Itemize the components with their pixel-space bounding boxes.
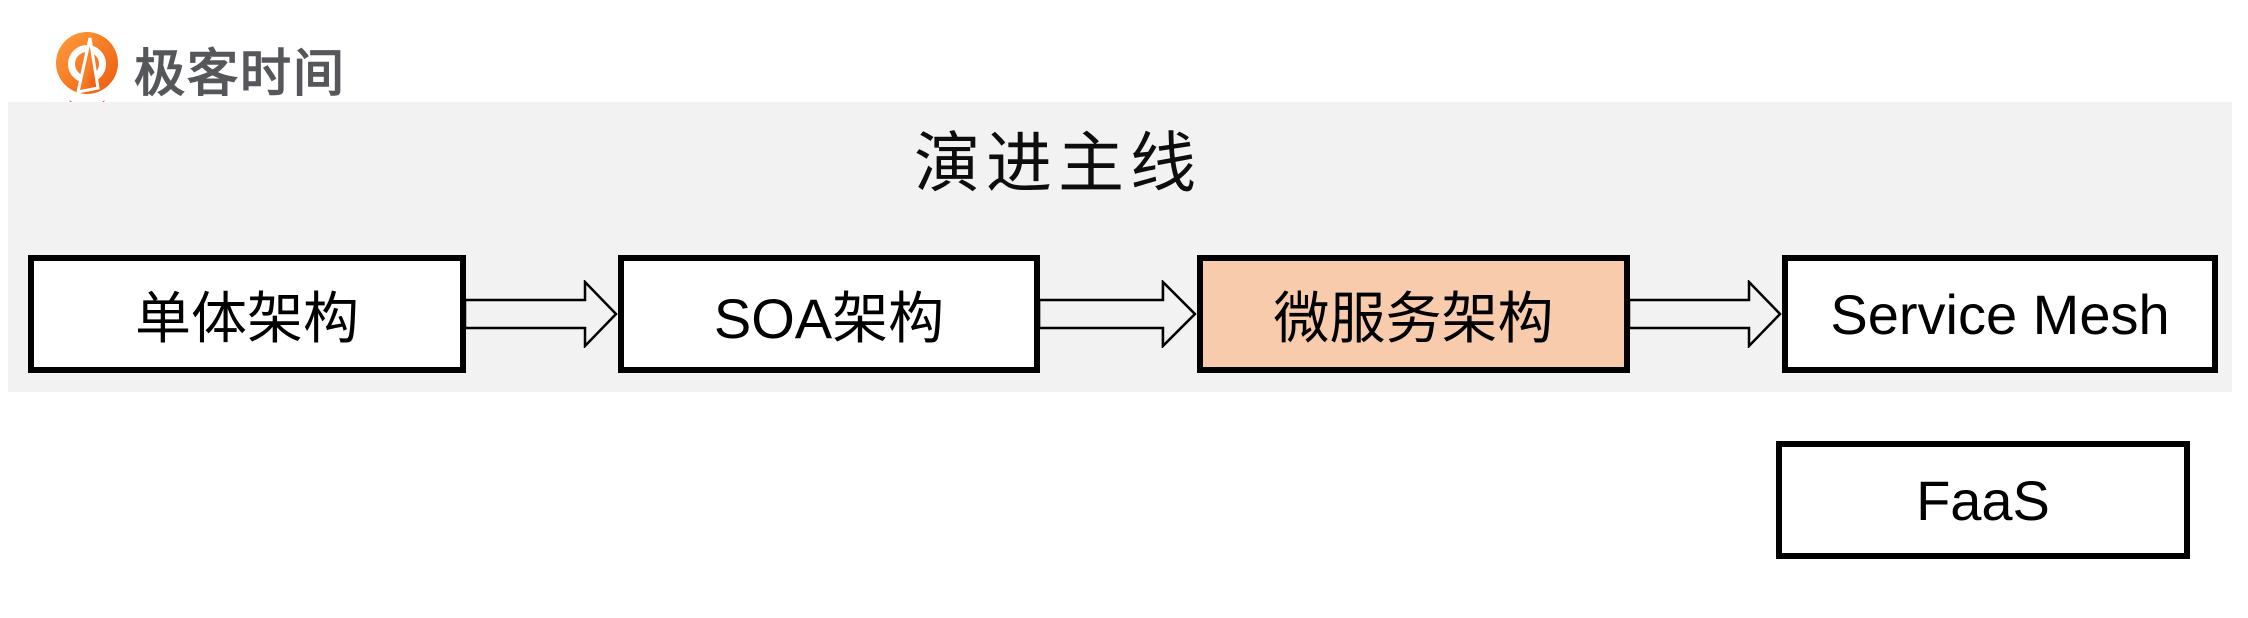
node-monolith: 单体架构 <box>28 255 466 373</box>
node-microservice: 微服务架构 <box>1197 255 1630 373</box>
arrow-right-icon <box>1628 280 1782 348</box>
arrow-right-icon <box>464 280 618 348</box>
geektime-logo: 极客时间 <box>54 30 346 116</box>
geektime-logo-icon <box>56 32 118 112</box>
node-soa: SOA架构 <box>618 255 1040 373</box>
node-service-mesh: Service Mesh <box>1782 255 2218 373</box>
banner-title: 演进主线 <box>914 125 1202 202</box>
node-faas: FaaS <box>1776 441 2190 559</box>
arrow-right-icon <box>1038 280 1197 348</box>
geektime-logo-text: 极客时间 <box>134 44 347 102</box>
